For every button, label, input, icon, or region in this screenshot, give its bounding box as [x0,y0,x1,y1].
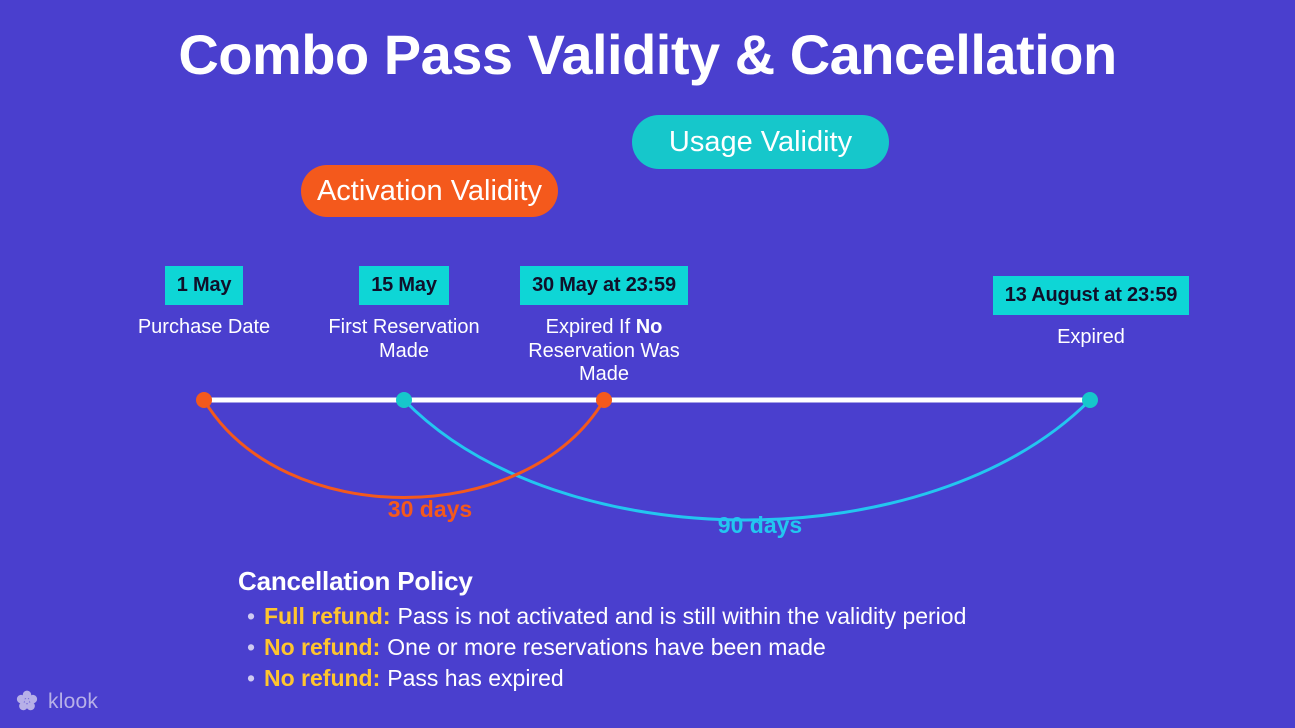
cancellation-policy-list: • Full refund: Pass is not activated and… [238,601,1138,694]
list-item: • Full refund: Pass is not activated and… [238,601,1138,632]
policy-item-label: No refund: [264,634,381,661]
legend-pill-activation-validity: Activation Validity [301,165,558,217]
milestone-caption: Expired If No Reservation Was Made [504,316,704,387]
milestone-date-badge: 15 May [359,266,449,305]
legend-pill-usage-validity-label: Usage Validity [668,125,853,158]
milestone-caption-tail: Reservation Was Made [528,339,680,386]
list-item: • No refund: Pass has expired [238,663,1138,694]
milestone-caption-text: Expired If [545,316,636,338]
milestone-expired-final: 13 August at 23:59 Expired [991,276,1191,350]
policy-item-text: One or more reservations have been made [387,634,826,661]
legend-pill-usage-validity: Usage Validity [632,115,889,169]
page-title: Combo Pass Validity & Cancellation [178,23,1117,86]
policy-item-text: Pass has expired [387,665,564,692]
policy-item-label: Full refund: [264,603,391,630]
policy-item-text: Pass is not activated and is still withi… [397,603,967,630]
bullet-icon: • [246,634,256,661]
legend-pill-activation-validity-label: Activation Validity [316,174,543,207]
milestone-expired-no-reservation: 30 May at 23:59 Expired If No Reservatio… [504,266,704,387]
timeline-span-label-30-days: 30 days [387,496,473,522]
milestone-date-badge: 1 May [164,266,244,305]
milestone-caption: Purchase Date [104,316,304,340]
timeline-arc-90-days [402,398,1092,522]
milestone-first-reservation: 15 May First Reservation Made [304,266,504,363]
milestone-date-badge: 13 August at 23:59 [992,276,1190,315]
timeline-marker-purchase-date [196,392,212,408]
milestone-caption: First Reservation Made [304,316,504,363]
klook-flower-icon [16,690,38,711]
milestone-caption: Expired [991,326,1191,350]
timeline-marker-expired-no-reservation [596,392,612,408]
timeline-arc-30-days [202,399,606,499]
timeline-marker-first-reservation [396,392,412,408]
bullet-icon: • [246,665,256,692]
brand-name: klook [48,689,99,713]
milestone-caption-emphasis: No [635,316,663,338]
timeline-span-label-90-days: 90 days [717,512,803,538]
cancellation-policy-title: Cancellation Policy [238,566,473,596]
cancellation-policy-section: Cancellation Policy • Full refund: Pass … [238,566,1138,694]
milestone-purchase-date: 1 May Purchase Date [104,266,304,340]
milestone-date-badge: 30 May at 23:59 [520,266,688,305]
milestone-caption-text: First Reservation Made [328,316,480,362]
list-item: • No refund: One or more reservations ha… [238,632,1138,663]
bullet-icon: • [246,603,256,630]
policy-item-label: No refund: [264,665,381,692]
timeline-graphic [196,392,1098,522]
timeline-marker-expired-final [1082,392,1098,408]
brand-logo: klook [14,688,98,714]
milestone-caption-text: Expired [1057,326,1125,348]
milestone-caption-text: Purchase Date [137,316,271,338]
